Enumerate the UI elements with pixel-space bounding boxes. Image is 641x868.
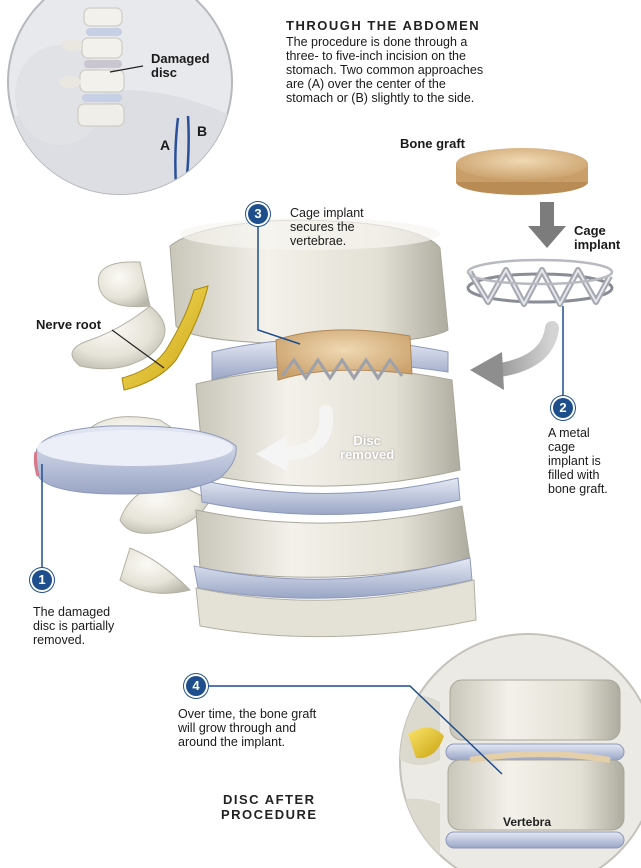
step-2-text: A metal cage implant is filled with bone…	[548, 426, 608, 496]
step-1-text: The damaged disc is partially removed.	[33, 605, 114, 647]
down-arrow-icon	[528, 202, 566, 248]
cage-implant-image	[468, 260, 612, 304]
step-4-text: Over time, the bone graft will grow thro…	[178, 707, 316, 749]
intro-heading: THROUGH THE ABDOMEN	[286, 18, 480, 33]
step-2-badge: 2	[553, 398, 573, 418]
step-4-badge: 4	[186, 676, 206, 696]
nerve-root-label: Nerve root	[36, 318, 101, 332]
step-3-badge: 3	[248, 204, 268, 224]
after-procedure-circle	[400, 634, 641, 868]
approach-a-label: A	[160, 138, 170, 152]
bone-graft-image	[456, 148, 588, 195]
step-3-text: Cage implant secures the vertebrae.	[290, 206, 364, 248]
vertebra-label: Vertebra	[503, 815, 551, 829]
spine-illustration	[35, 218, 476, 637]
cage-implant-label: Cage implant	[574, 224, 620, 252]
after-procedure-heading: DISC AFTER PROCEDURE	[221, 792, 318, 822]
disc-removed-label: Disc removed	[340, 434, 394, 462]
step-1-badge: 1	[32, 570, 52, 590]
insert-arrow-icon	[470, 328, 552, 390]
abdomen-inset-circle	[0, 0, 260, 260]
bone-graft-label: Bone graft	[400, 137, 465, 151]
approach-b-label: B	[197, 124, 207, 138]
intro-body: The procedure is done through a three- t…	[286, 35, 483, 105]
damaged-disc-label: Damaged disc	[151, 52, 210, 80]
